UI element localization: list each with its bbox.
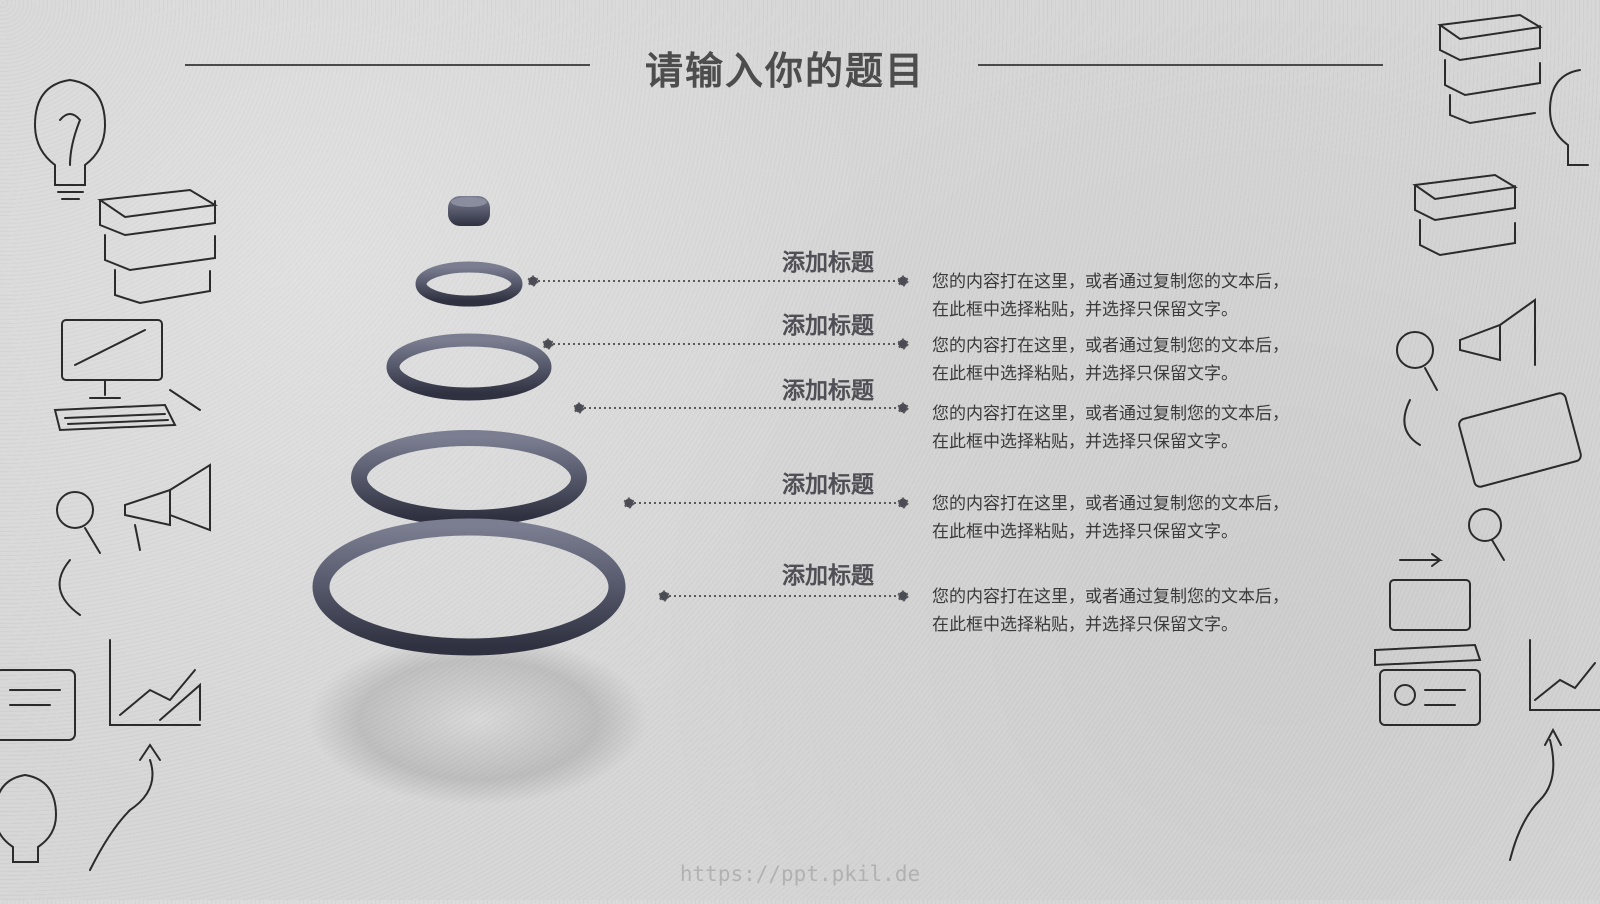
- item-3-title[interactable]: 添加标题: [782, 378, 874, 404]
- item-1-body[interactable]: 您的内容打在这里，或者通过复制您的文本后， 在此框中选择粘贴，并选择只保留文字。: [932, 268, 1312, 324]
- slide-title[interactable]: 请输入你的题目: [644, 49, 925, 93]
- item-4-title[interactable]: 添加标题: [782, 472, 874, 498]
- books-icon: [1437, 13, 1543, 125]
- books-icon: [1412, 173, 1518, 257]
- magnifier-icon: [1468, 508, 1505, 561]
- item-3-body[interactable]: 您的内容打在这里，或者通过复制您的文本后， 在此框中选择粘贴，并选择只保留文字。: [932, 400, 1312, 456]
- connector-2-end-dot: [897, 338, 909, 350]
- item-5-body-line-2: 在此框中选择粘贴，并选择只保留文字。: [932, 615, 1238, 635]
- id-card-icon: [1379, 669, 1481, 726]
- item-3-body-line-1: 您的内容打在这里，或者通过复制您的文本后，: [932, 404, 1289, 424]
- ring-level-4: [312, 518, 626, 656]
- ring-level-1: [415, 261, 523, 307]
- item-3-body-line-2: 在此框中选择粘贴，并选择只保留文字。: [932, 432, 1238, 452]
- lightbulb-icon: [0, 773, 58, 863]
- megaphone-icon: [1459, 298, 1536, 366]
- arrow-icon: [89, 743, 161, 871]
- ring-bead-top: [448, 196, 490, 226]
- title-rule-right: [978, 64, 1383, 66]
- watermark-url: https://ppt.pkil.de: [679, 862, 921, 886]
- megaphone-icon: [124, 463, 211, 551]
- connector-5-start-dot: [658, 590, 670, 602]
- lightbulb-icon: [1548, 69, 1589, 166]
- magnifier-icon: [56, 491, 101, 616]
- doodle-panel-right: [1370, 0, 1600, 900]
- title-rule-left: [185, 64, 590, 66]
- ring-level-3: [351, 430, 587, 526]
- item-5-body-line-1: 您的内容打在这里，或者通过复制您的文本后，: [932, 587, 1289, 607]
- arrow-icon: [1399, 553, 1562, 861]
- connector-5-end-dot: [897, 590, 909, 602]
- slide-header: 请输入你的题目: [0, 34, 1600, 94]
- ring-shadow: [308, 635, 648, 805]
- growth-chart-icon: [109, 639, 201, 726]
- item-2-body[interactable]: 您的内容打在这里，或者通过复制您的文本后， 在此框中选择粘贴，并选择只保留文字。: [932, 332, 1312, 388]
- connector-1-end-dot: [897, 275, 909, 287]
- id-card-icon: [1458, 392, 1582, 488]
- ring-stack-graphic: [300, 180, 660, 820]
- item-2-body-line-1: 您的内容打在这里，或者通过复制您的文本后，: [932, 336, 1289, 356]
- item-4-body[interactable]: 您的内容打在这里，或者通过复制您的文本后， 在此框中选择粘贴，并选择只保留文字。: [932, 490, 1312, 546]
- item-1-body-line-2: 在此框中选择粘贴，并选择只保留文字。: [932, 300, 1238, 320]
- lightbulb-icon: [33, 78, 107, 200]
- item-2-title[interactable]: 添加标题: [782, 313, 874, 339]
- computer-icon: [1374, 579, 1482, 667]
- item-5-body[interactable]: 您的内容打在这里，或者通过复制您的文本后， 在此框中选择粘贴，并选择只保留文字。: [932, 583, 1312, 639]
- connector-3-end-dot: [897, 402, 909, 414]
- magnifier-icon: [1396, 331, 1438, 446]
- connector-4-end-dot: [897, 497, 909, 509]
- id-card-icon: [0, 669, 76, 741]
- computer-icon: [53, 319, 201, 432]
- item-1-title[interactable]: 添加标题: [782, 250, 874, 276]
- growth-chart-icon: [1529, 639, 1600, 711]
- ring-level-2: [386, 333, 552, 401]
- item-2-body-line-2: 在此框中选择粘贴，并选择只保留文字。: [932, 364, 1238, 384]
- item-4-body-line-1: 您的内容打在这里，或者通过复制您的文本后，: [932, 494, 1289, 514]
- item-5-title[interactable]: 添加标题: [782, 563, 874, 589]
- item-1-body-line-1: 您的内容打在这里，或者通过复制您的文本后，: [932, 272, 1289, 292]
- item-4-body-line-2: 在此框中选择粘贴，并选择只保留文字。: [932, 522, 1238, 542]
- books-icon: [97, 188, 218, 305]
- doodle-panel-left: [0, 0, 250, 900]
